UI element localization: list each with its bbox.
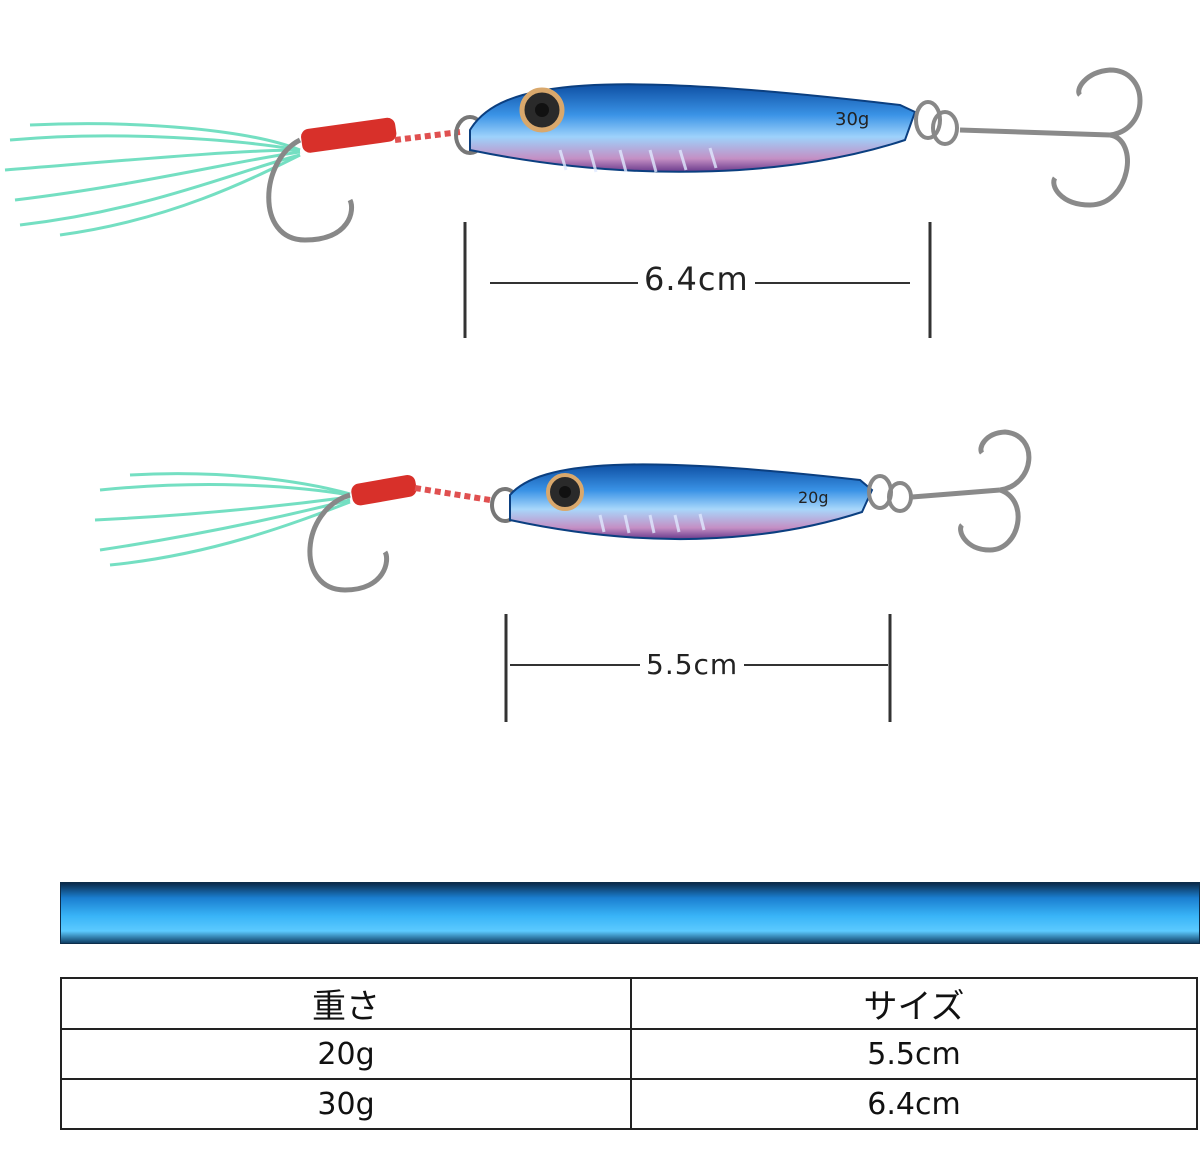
length-label-20g: 5.5cm: [640, 648, 745, 681]
treble-hook-icon: [911, 429, 1032, 553]
cell-weight: 20g: [60, 1028, 632, 1080]
header-size: サイズ: [630, 977, 1198, 1030]
assist-hook-icon: [266, 137, 355, 243]
lure-weight-mark: 30g: [835, 109, 869, 130]
skirt-icon: [4, 122, 301, 237]
lure-30g-image: 30g: [4, 67, 1143, 338]
length-label-30g: 6.4cm: [638, 260, 755, 298]
spec-table: 重さ サイズ 20g 5.5cm 30g 6.4cm: [60, 977, 1198, 1130]
header-weight: 重さ: [60, 977, 632, 1030]
skirt-icon: [94, 472, 351, 567]
treble-hook-icon: [959, 67, 1143, 208]
lure-20g-image: 20g: [94, 429, 1032, 722]
assist-wrap-icon: [301, 117, 397, 153]
table-row: 20g 5.5cm: [60, 1028, 1198, 1080]
assist-hook-icon: [307, 492, 390, 593]
assist-wrap-icon: [351, 474, 417, 506]
cell-size: 5.5cm: [630, 1028, 1198, 1080]
cell-size: 6.4cm: [630, 1078, 1198, 1130]
table-header-row: 重さ サイズ: [60, 977, 1198, 1030]
lure-weight-mark: 20g: [798, 488, 829, 507]
blue-banner: [60, 882, 1200, 944]
table-row: 30g 6.4cm: [60, 1078, 1198, 1130]
cell-weight: 30g: [60, 1078, 632, 1130]
